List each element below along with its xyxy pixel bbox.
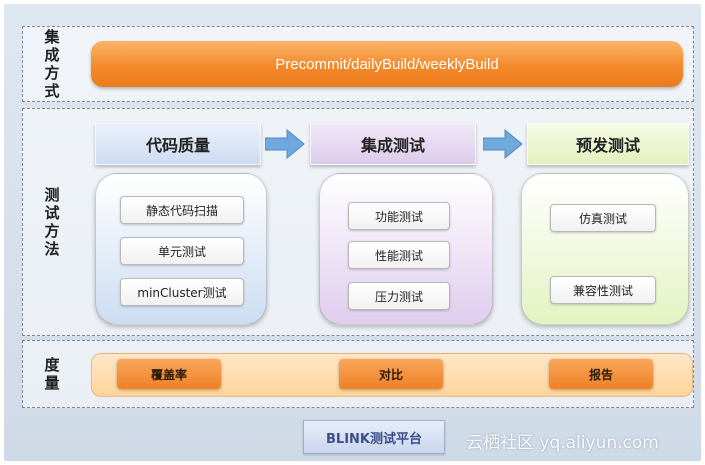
metrics-label: 度量 [44,356,60,392]
code-quality-panel: 静态代码扫描 单元测试 minCluster测试 [95,173,267,325]
testing-section: 测试方法 代码质量 集成测试 预发测试 静态代码扫描 单元测试 minClust… [22,108,694,336]
simulation-test-item: 仿真测试 [550,204,656,232]
stress-test-item: 压力测试 [348,282,450,310]
testing-label: 测试方法 [44,186,60,258]
comparison-metric: 对比 [339,359,443,389]
mincluster-test-item: minCluster测试 [120,278,244,306]
pre-release-panel: 仿真测试 兼容性测试 [521,173,689,325]
static-scan-item: 静态代码扫描 [120,196,244,224]
pre-release-header: 预发测试 [527,123,689,165]
coverage-metric: 覆盖率 [117,359,221,389]
platform-label: BLINK测试平台 [303,420,445,454]
functional-test-item: 功能测试 [348,202,450,230]
integration-test-header: 集成测试 [310,123,476,165]
unit-test-item: 单元测试 [120,237,244,265]
integration-label: 集成方式 [44,28,60,100]
diagram-canvas: 集成方式 Precommit/dailyBuild/weeklyBuild 测试… [4,4,701,461]
compatibility-test-item: 兼容性测试 [550,276,656,304]
performance-test-item: 性能测试 [348,241,450,269]
code-quality-header: 代码质量 [95,123,261,165]
arrow-right-icon [265,129,305,159]
metrics-section: 度量 覆盖率 对比 报告 [22,340,694,408]
integration-section: 集成方式 Precommit/dailyBuild/weeklyBuild [22,26,694,102]
integration-test-panel: 功能测试 性能测试 压力测试 [319,173,493,325]
build-cadence-banner: Precommit/dailyBuild/weeklyBuild [91,41,683,87]
report-metric: 报告 [549,359,653,389]
arrow-right-icon [483,129,523,159]
site-watermark: 云栖社区 yq.aliyun.com [466,433,659,453]
